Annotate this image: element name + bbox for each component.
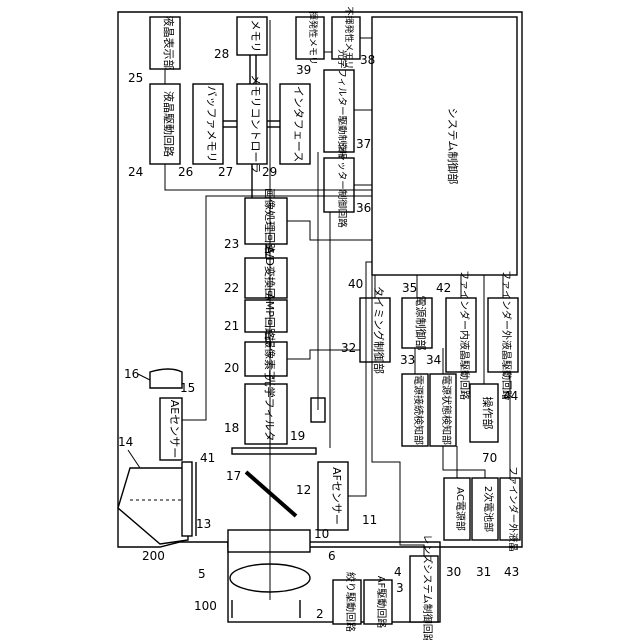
system-control-label: システム制御部 [446, 108, 460, 185]
shutter-control-label: シャッター制御回路 [336, 142, 348, 228]
lens-system-control-label: レンズシステム制御回路 [421, 534, 434, 640]
ref-26: 26 [178, 165, 193, 179]
finder-outer-drive-label: ファインダー外液晶駆動回路 [500, 270, 513, 400]
ref-100: 100 [194, 599, 217, 613]
ref-38: 38 [360, 53, 375, 67]
lcd-display-label: 液晶表示部 [162, 16, 176, 71]
lcd-drive-label: 液晶駆動回路 [162, 91, 176, 157]
interface-label: インタフェース [292, 86, 305, 162]
ref-43: 43 [504, 565, 519, 579]
secondary-battery-label: 2次電池部 [482, 486, 495, 532]
ref-33: 33 [400, 353, 415, 367]
ref-28: 28 [214, 47, 229, 61]
ref-5: 5 [198, 567, 206, 581]
ref-24: 24 [128, 165, 143, 179]
ref-23: 23 [224, 237, 239, 251]
ref-4: 4 [394, 565, 402, 579]
pentaprism-shape [118, 468, 188, 544]
ref-40: 40 [348, 277, 363, 291]
ref-200: 200 [142, 549, 165, 563]
ref-44: 44 [503, 389, 518, 403]
ref-2: 2 [316, 607, 324, 621]
af-drive-label: AF駆動回路 [375, 576, 388, 629]
ref-6: 6 [328, 549, 336, 563]
aperture-drive-label: 絞り駆動回路 [344, 572, 357, 632]
ref-20: 20 [224, 361, 239, 375]
buffer-memory-label: バッファメモリ [205, 86, 218, 163]
mount-shape [228, 530, 310, 552]
ref-14: 14 [118, 435, 133, 449]
ae-lens-shape [150, 369, 182, 388]
bus-battery [443, 446, 485, 478]
ref-21: 21 [224, 319, 239, 333]
shutter-shape [232, 448, 316, 454]
ref-41: 41 [200, 451, 215, 465]
memory-controller-label: メモリコントローラ [249, 75, 262, 174]
memory-label: メモリ [249, 20, 262, 53]
ref-13: 13 [196, 517, 211, 531]
ref-25: 25 [128, 71, 143, 85]
ref-39: 39 [296, 63, 311, 77]
ref-17: 17 [226, 469, 241, 483]
volatile-memory-label: 揮発性メモリ [307, 11, 319, 65]
ae-sensor-label: AEセンサー [168, 400, 181, 458]
ref-27: 27 [218, 165, 233, 179]
ac-power-label: AC電源部 [454, 487, 467, 531]
ref-22: 22 [224, 281, 239, 295]
ref-19: 19 [290, 429, 305, 443]
af-sensor-label: AFセンサー [330, 467, 343, 525]
ref-11: 11 [362, 513, 377, 527]
ref-35: 35 [402, 281, 417, 295]
ref-42: 42 [436, 281, 451, 295]
ref-31: 31 [476, 565, 491, 579]
ref-32: 32 [341, 341, 356, 355]
ref-36: 36 [356, 201, 371, 215]
power-state-detect-label: 電源状態検知部 [440, 375, 453, 445]
finder-inner-drive-label: ファインダー内液晶駆動回路 [458, 270, 471, 400]
ref-70: 70 [482, 451, 497, 465]
operation-label: 操作部 [481, 397, 495, 430]
ref-16: 16 [124, 367, 139, 381]
ref-3: 3 [396, 581, 404, 595]
power-control-label: 電源制御部 [414, 296, 428, 351]
focusing-screen-shape [182, 462, 192, 536]
system-control-box [372, 17, 517, 275]
leader-14 [128, 450, 140, 468]
leader-16 [138, 374, 150, 380]
ref-37: 37 [356, 137, 371, 151]
timing-control-label: タイミング制御部 [372, 286, 386, 374]
finder-outer-lcd-label: ファインダー外液晶 [507, 466, 519, 552]
mirror-shape [246, 472, 296, 516]
power-switch-detect-label: 電源接続検知部 [412, 375, 425, 445]
ref-34: 34 [426, 353, 441, 367]
bus-af [348, 262, 372, 496]
ref-18: 18 [224, 421, 239, 435]
ref-10: 10 [314, 527, 329, 541]
ref-12: 12 [296, 483, 311, 497]
ref-30: 30 [446, 565, 461, 579]
